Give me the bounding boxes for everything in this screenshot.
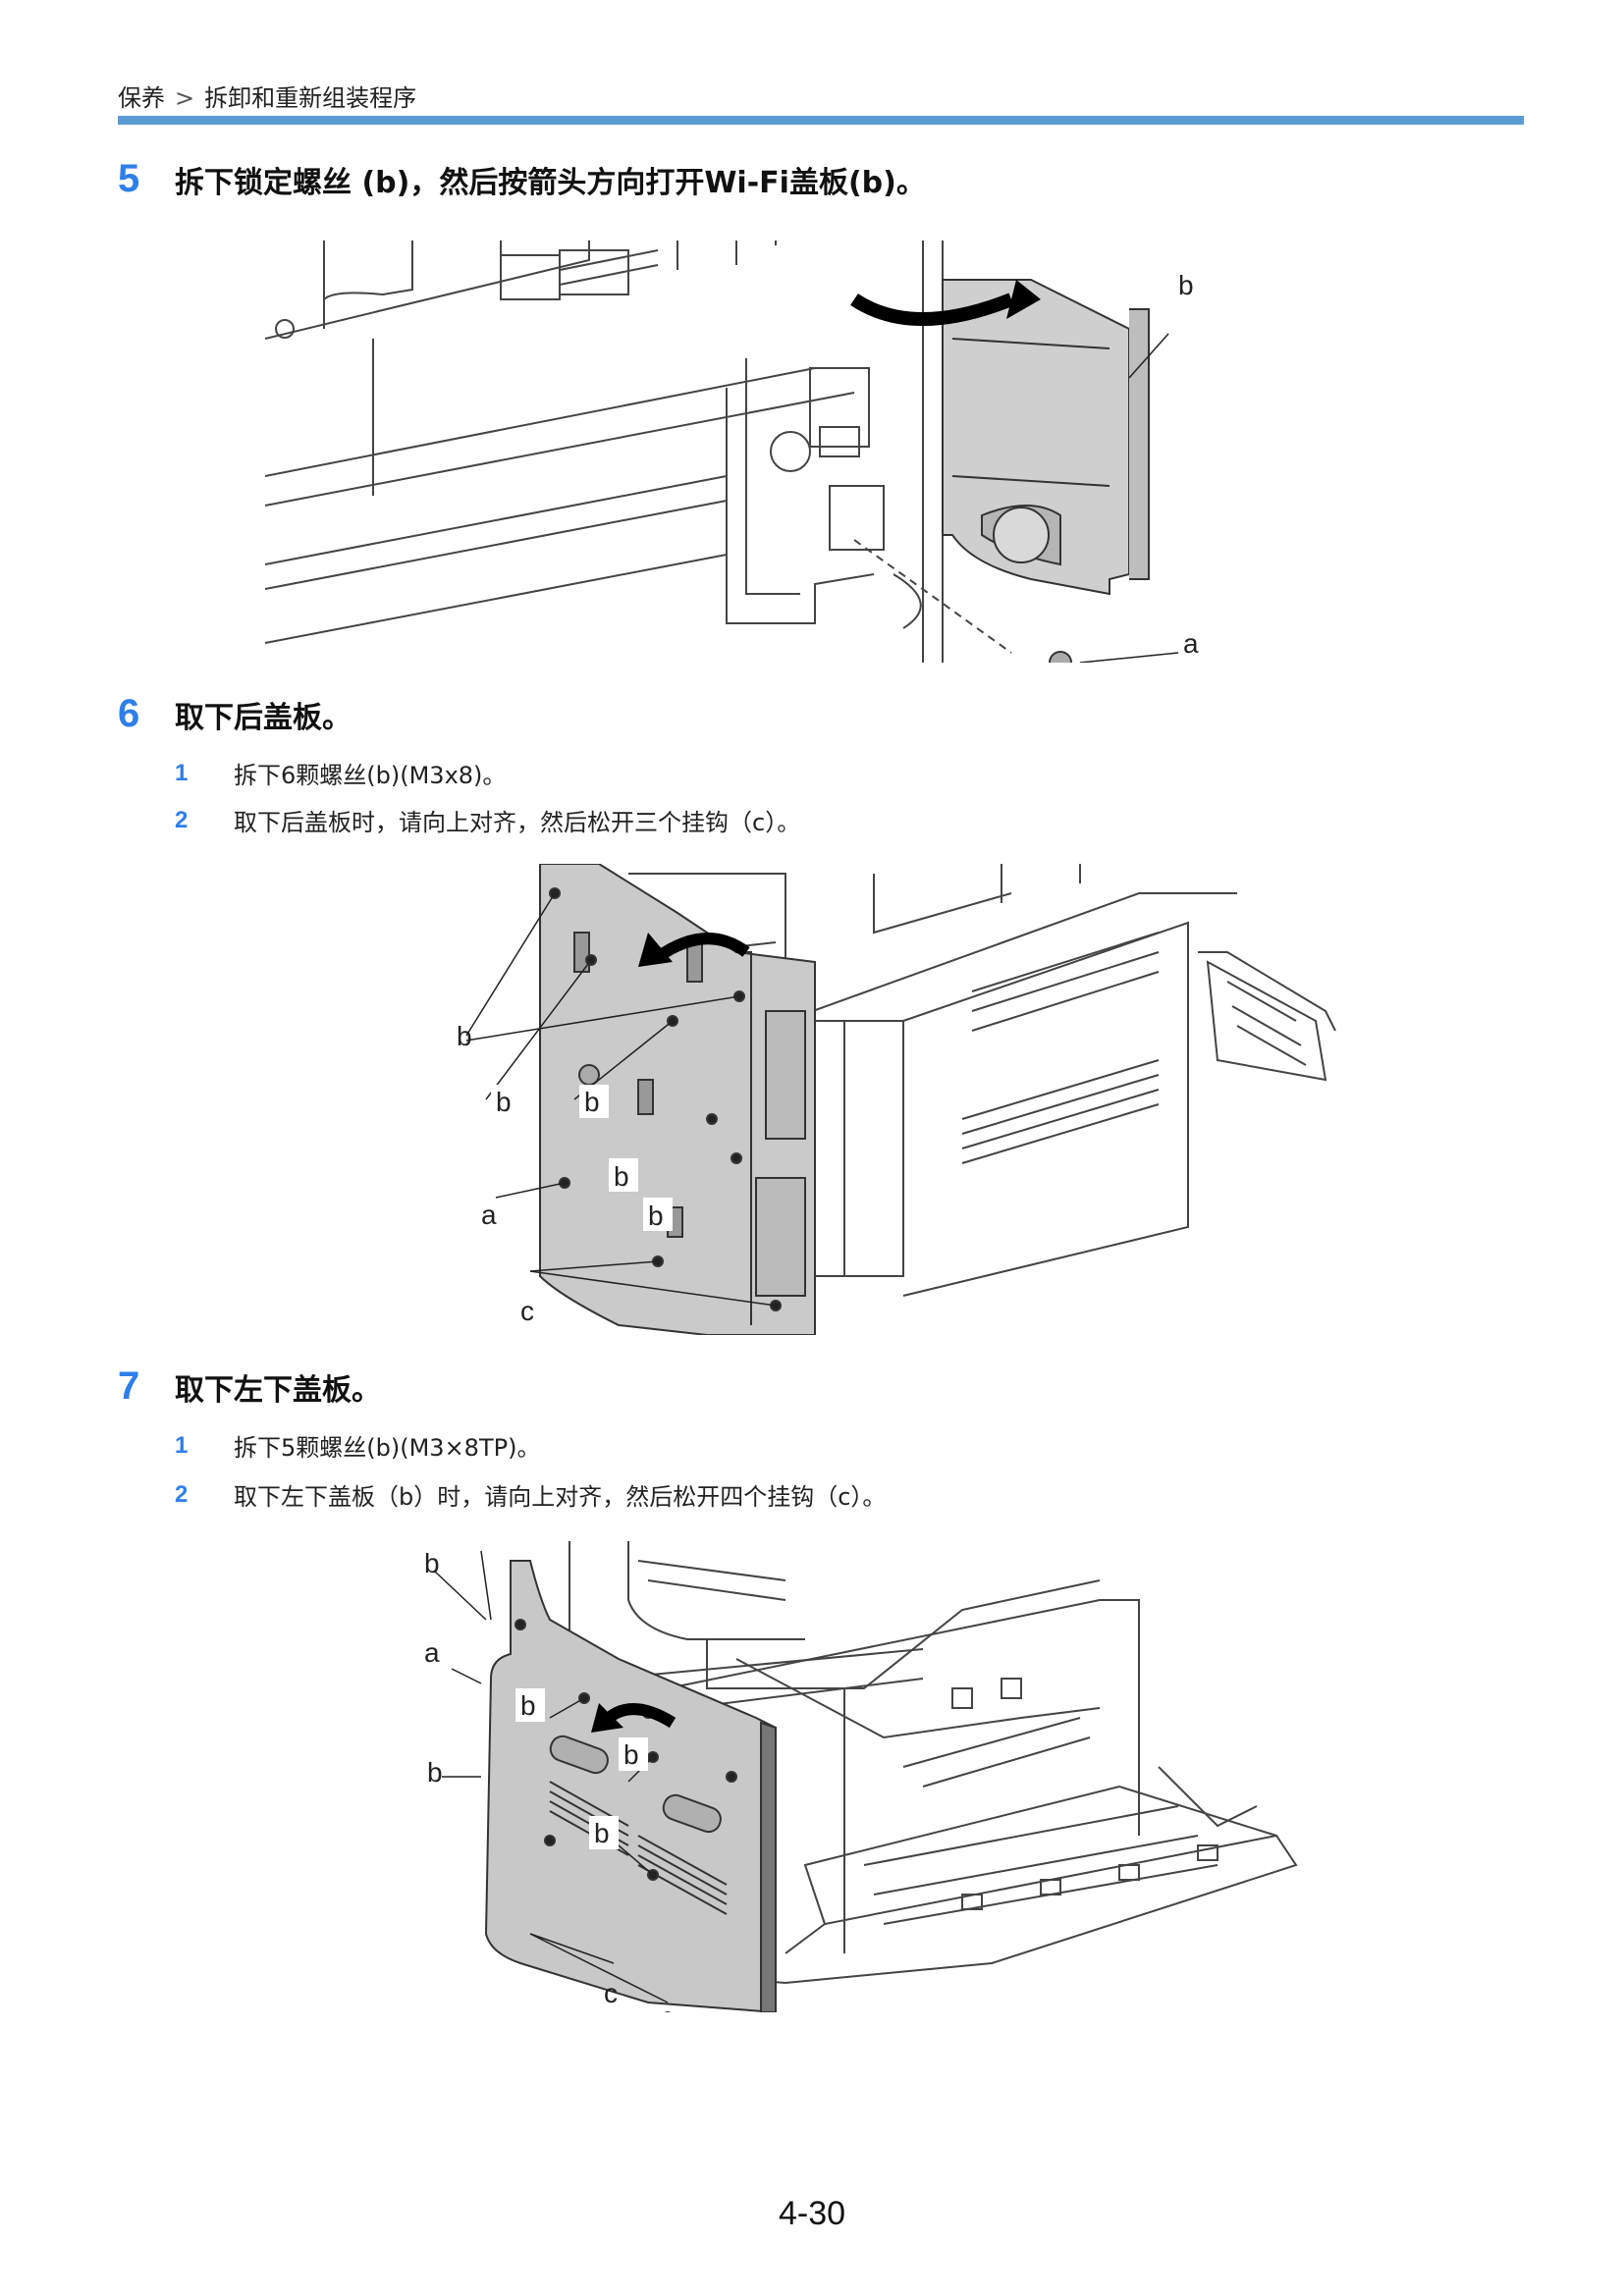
breadcrumb: 保养 > 拆卸和重新组装程序	[118, 79, 416, 113]
figure-rear-cover: b b b b b a c	[452, 864, 1375, 1335]
figure-label: b	[424, 1548, 440, 1578]
breadcrumb-section: 保养	[118, 84, 165, 112]
figure-label: b	[427, 1757, 443, 1788]
figure-label: b	[614, 1161, 629, 1192]
step-number: 5	[118, 157, 140, 200]
substep-text: 拆下6颗螺丝(b)(M3x8)。	[234, 762, 507, 789]
page-number: 4-30	[778, 2195, 846, 2232]
figure-label: b	[594, 1818, 610, 1848]
figure-label: a	[1183, 628, 1199, 659]
substep: 1 拆下5颗螺丝(b)(M3×8TP)。	[175, 1428, 540, 1463]
substep: 2 取下左下盖板（b）时，请向上对齐，然后松开四个挂钩（c）。	[175, 1477, 886, 1512]
figure-wifi-cover: b a	[265, 240, 1257, 663]
figure-label: a	[481, 1200, 497, 1230]
figure-label: b	[648, 1201, 664, 1231]
step-5: 5 拆下锁定螺丝 (b)，然后按箭头方向打开Wi-Fi盖板(b)。	[118, 157, 926, 201]
substep-text: 取下后盖板时，请向上对齐，然后松开三个挂钩（c）。	[234, 809, 801, 836]
breadcrumb-separator: >	[175, 84, 195, 112]
figure-label: b	[623, 1739, 639, 1770]
figure-label: b	[520, 1690, 536, 1721]
step-number: 6	[118, 692, 140, 735]
figure-label: c	[520, 1296, 534, 1326]
substep-number: 2	[175, 1480, 189, 1508]
step-title: 拆下锁定螺丝 (b)，然后按箭头方向打开Wi-Fi盖板(b)。	[175, 165, 926, 200]
figure-lower-left-cover: b a b b b b c	[412, 1541, 1316, 2012]
header-rule	[118, 116, 1524, 125]
substep-text: 拆下5颗螺丝(b)(M3×8TP)。	[234, 1434, 541, 1462]
step-7: 7 取下左下盖板。	[118, 1364, 381, 1409]
step-title: 取下后盖板。	[175, 700, 352, 735]
substep-text: 取下左下盖板（b）时，请向上对齐，然后松开四个挂钩（c）。	[234, 1483, 887, 1511]
figure-label: b	[584, 1087, 600, 1117]
step-number: 7	[118, 1364, 140, 1408]
substep: 2 取下后盖板时，请向上对齐，然后松开三个挂钩（c）。	[175, 803, 800, 837]
substep-number: 1	[175, 759, 189, 786]
step-6: 6 取下后盖板。	[118, 692, 352, 736]
figure-label: b	[457, 1021, 472, 1051]
figure-label: b	[496, 1087, 512, 1117]
substep-number: 2	[175, 806, 189, 833]
figure-label: a	[424, 1637, 440, 1668]
substep: 1 拆下6颗螺丝(b)(M3x8)。	[175, 756, 506, 790]
substep-number: 1	[175, 1431, 189, 1459]
breadcrumb-chapter: 拆卸和重新组装程序	[204, 84, 417, 112]
step-title: 取下左下盖板。	[175, 1372, 381, 1408]
figure-label: c	[604, 1978, 618, 2008]
figure-label: b	[1178, 270, 1194, 300]
